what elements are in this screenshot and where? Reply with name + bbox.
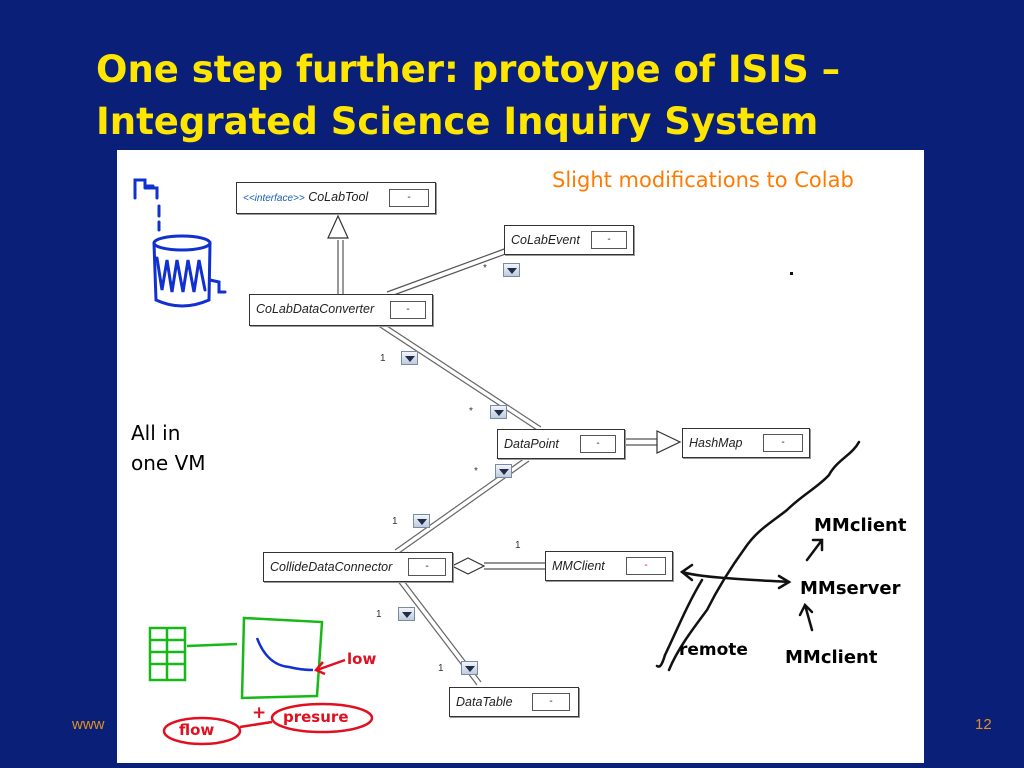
tank-graph-sketch [148,616,324,700]
all-in-line-2: one VM [131,451,206,475]
uml-class-colabevent[interactable]: CoLabEvent - [504,225,634,255]
aggregation-diamond [450,557,486,575]
colabtool-field[interactable]: - [389,189,429,207]
uml-class-colabtool[interactable]: <<interface>> CoLabTool - [236,182,436,214]
event-assoc-b [390,251,512,297]
faucet-bucket-sketch [133,178,227,308]
colabevent-name: CoLabEvent [511,233,580,247]
multiplicity-datatable: 1 [438,663,444,674]
multiplicity-converter: 1 [380,353,386,364]
datapoint-name: DataPoint [504,437,559,451]
mmserver-label: MMserver [800,578,901,599]
multiplicity-collide-out: 1 [376,609,382,620]
hashmap-field[interactable]: - [763,434,803,452]
mmclient-name: MMClient [552,559,605,573]
header-annotation: Slight modifications to Colab [552,168,854,192]
mmclient-field[interactable]: - [626,557,666,575]
multiplicity-mmclient: 1 [515,540,521,551]
conv-dp-assoc-a [376,324,538,431]
uml-class-datapoint[interactable]: DataPoint - [497,429,625,459]
title-line-1: One step further: protoype of ISIS – [96,48,841,91]
assoc-dropdown-converter[interactable] [401,351,418,365]
colabevent-field[interactable]: - [591,231,627,249]
low-arrow [313,658,346,676]
diagram-lines [133,178,861,746]
collide-name: CollideDataConnector [270,560,393,574]
mmclient-bottom-label: MMclient [785,647,878,668]
low-label: low [347,650,377,668]
title-line-2: Integrated Science Inquiry System [96,100,819,143]
slide-title: One step further: protoype of ISIS – Int… [96,44,976,148]
mmclient-top-label: MMclient [814,515,907,536]
uml-class-mmclient[interactable]: MMClient - [545,551,673,581]
uml-class-hashmap[interactable]: HashMap - [682,428,810,458]
plus-label: + [252,703,267,723]
footer-url: www [72,716,105,733]
network-sketch [655,440,861,672]
graph-curve [255,637,314,672]
generalization-arrowhead [656,430,682,454]
uml-class-datatable[interactable]: DataTable - [449,687,579,717]
realization-arrowhead [327,214,349,239]
slide-number: 12 [975,716,992,733]
datapoint-field[interactable]: - [580,435,616,453]
stereotype-label: <<interface>> [243,193,305,204]
datatable-name: DataTable [456,695,513,709]
all-in-line-1: All in [131,421,181,445]
converter-field[interactable]: - [390,301,426,319]
assoc-dropdown-collide-out[interactable] [398,607,415,621]
pressure-label: presure [283,708,349,726]
assoc-dropdown-datatable[interactable] [461,661,478,675]
multiplicity-event: * [483,263,487,274]
multiplicity-collide-in: 1 [392,516,398,527]
assoc-dropdown-event[interactable] [503,263,520,277]
conv-dp-assoc-b [380,321,542,428]
remote-label: remote [679,640,748,660]
uml-class-converter[interactable]: CoLabDataConverter - [249,294,433,326]
assoc-dropdown-collide-in[interactable] [413,514,430,528]
assoc-dropdown-datapoint-out[interactable] [495,464,512,478]
flow-label: flow [179,721,215,739]
hashmap-name: HashMap [689,436,743,450]
collide-field[interactable]: - [408,558,446,576]
multiplicity-datapoint-in: * [469,406,473,417]
all-in-one-vm: All in one VM [131,418,206,478]
assoc-dropdown-datapoint-in[interactable] [490,405,507,419]
colabtool-name: CoLabTool [308,190,369,204]
event-assoc-a [386,247,508,293]
converter-name: CoLabDataConverter [256,302,375,316]
datatable-field[interactable]: - [532,693,570,711]
orange-dot [790,272,793,275]
flow-pressure-sketch [162,702,374,746]
diagram-canvas: Slight modifications to Colab All in one… [117,150,924,763]
uml-class-collide[interactable]: CollideDataConnector - [263,552,453,582]
multiplicity-datapoint-out: * [474,466,478,477]
